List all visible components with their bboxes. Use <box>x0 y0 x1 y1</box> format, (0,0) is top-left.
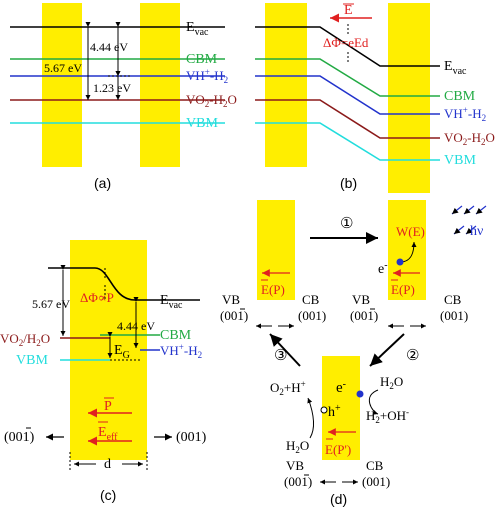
panel-d-bar-3 <box>322 356 360 460</box>
panel-d-step3: ③ <box>274 347 287 364</box>
panel-c-gap-444: 4.44 eV <box>117 319 155 333</box>
panel-b-vh-line <box>255 75 440 115</box>
panel-d-face-right-3: (001) <box>362 474 390 489</box>
panel-a-gap-567: 5.67 eV <box>44 61 82 75</box>
panel-d-h2oh: H2+OH- <box>366 407 409 425</box>
panel-d-h2o-curve-left <box>307 397 315 439</box>
panel-d-caption: (d) <box>330 491 347 507</box>
panel-d-vb-3: VB <box>286 458 304 473</box>
panel-d-face-left-2: (001) <box>350 308 378 323</box>
panel-d-ep-2: E(P) <box>391 282 415 297</box>
panel-d-step2-arrow <box>369 333 405 367</box>
panel-c-vbm-label: VBM <box>16 353 48 368</box>
panel-a-vo-label: VO2-H2O <box>186 92 237 109</box>
panel-a-caption: (a) <box>94 175 111 191</box>
panel-c-bar <box>70 240 147 460</box>
panel-b-vbm-line <box>255 122 440 161</box>
panel-d-e-minus-2: e- <box>336 379 346 396</box>
panel-b-evac-line <box>255 26 440 67</box>
panel-a-evac-label: Evac <box>186 20 209 38</box>
panel-d-step1: ① <box>340 215 353 232</box>
panel-d-ep-1: E(P) <box>261 282 285 297</box>
panel-d-o2h: O2+H+ <box>270 379 306 397</box>
panel-a-gap-444: 4.44 eV <box>90 40 128 54</box>
panel-d-vb-1: VB <box>222 292 240 307</box>
panel-c-delta-phi: ΔΦ∝P <box>80 290 114 305</box>
panel-d-cb-2: CB <box>444 292 462 307</box>
panel-c-evac-label: Evac <box>160 293 183 311</box>
panel-d-vb-2: VB <box>352 292 370 307</box>
panel-c-eg-label: EG <box>114 343 130 361</box>
panel-c-left-face: (001) <box>4 430 35 445</box>
panel-a-vh-label: VH+-H2 <box>186 67 228 85</box>
panel-c-cbm-label: CBM <box>160 328 192 343</box>
panel-b-delta-phi: ΔΦ=eEd <box>323 35 369 50</box>
panel-d-step3-arrow <box>269 333 301 367</box>
panel-b-vo-label: VO2-H2O <box>444 130 495 147</box>
panel-b-vbm-label: VBM <box>444 153 476 168</box>
panel-b-evac-label: Evac <box>444 59 467 77</box>
panel-d-ep-prime: E(P') <box>325 442 351 457</box>
panel-a: 4.44 eV 5.67 eV 1.23 eV Evac CBM VH+-H2 … <box>10 3 237 191</box>
panel-c: ΔΦ∝P 5.67 eV 4.44 eV EG Evac CBM VH+-H2 … <box>0 240 207 503</box>
panel-a-gap-123: 1.23 eV <box>93 81 131 95</box>
panel-d-bar-2 <box>388 200 426 300</box>
panel-b-vh-label: VH+-H2 <box>444 105 486 123</box>
panel-b-left-bar <box>265 3 307 167</box>
panel-b-caption: (b) <box>340 175 357 191</box>
panel-d-face-right-1: (001) <box>298 308 326 323</box>
panel-d-we: W(E) <box>396 224 425 239</box>
panel-b-vo-line <box>255 99 440 139</box>
panel-d: E(P) ① W(E) e- E(P) hν VB CB (001) (001) <box>220 200 487 507</box>
panel-b-field-label: E <box>344 3 353 18</box>
panel-d-electron-2 <box>356 390 364 398</box>
panel-d-step2: ② <box>406 347 419 364</box>
panel-d-e-minus-1: e- <box>378 260 388 277</box>
panel-c-gap-567: 5.67 eV <box>32 297 70 311</box>
panel-d-face-left-1: (001) <box>220 308 248 323</box>
panel-d-bar-1 <box>257 200 295 300</box>
panel-c-caption: (c) <box>100 487 116 503</box>
panel-d-face-right-2: (001) <box>440 308 468 323</box>
panel-b-cbm-label: CBM <box>444 89 476 104</box>
panel-c-p-label: P <box>104 399 112 414</box>
panel-d-h2o-bottom: H2O <box>286 438 309 455</box>
panel-b: E ΔΦ=eEd Evac CBM VH+-H2 VO2-H2O VBM (b) <box>255 3 495 193</box>
panel-d-cb-1: CB <box>302 292 320 307</box>
panel-a-left-bar <box>42 3 82 167</box>
panel-d-light-arrows <box>451 205 487 235</box>
panel-a-vbm-label: VBM <box>186 116 218 131</box>
panel-c-vo-label: VO2/H2O <box>0 331 50 348</box>
panel-c-d-label: d <box>104 457 111 472</box>
panel-c-vh-label: VH+-H2 <box>160 342 202 360</box>
panel-a-right-bar <box>140 3 180 167</box>
panel-d-h2o-top: H2O <box>380 374 403 391</box>
panel-d-h-plus: h+ <box>328 403 341 420</box>
panel-b-right-bar <box>388 3 430 193</box>
panel-c-eeff-label: Eeff <box>98 425 118 443</box>
panel-b-cbm-line <box>255 58 440 97</box>
panel-d-hv: hν <box>470 224 483 239</box>
panel-d-face-left-3: (001) <box>284 474 312 489</box>
panel-d-h2o-curve-right <box>368 389 379 415</box>
panel-a-cbm-label: CBM <box>186 52 218 67</box>
panel-d-cb-3: CB <box>366 458 384 473</box>
panel-d-hole <box>320 406 328 414</box>
panel-c-right-face: (001) <box>176 430 207 445</box>
panel-d-electron-1 <box>396 258 404 266</box>
